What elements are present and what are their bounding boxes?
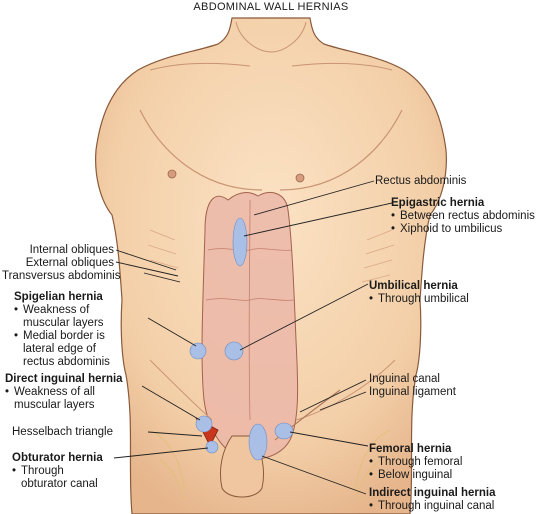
spigelian-hernia-site: [189, 342, 207, 360]
spigelian-title: Spigelian hernia: [14, 291, 103, 303]
leader-external-obliques: [115, 261, 179, 277]
spigelian-list: Weakness of muscular layers Medial borde…: [14, 304, 110, 369]
label-femoral-hernia: Femoral hernia Through femoral Below ing…: [369, 443, 462, 482]
leader-inguinal-canal: [299, 379, 367, 413]
indirect-inguinal-item: Through inguinal canal: [369, 500, 496, 513]
label-indirect-inguinal-hernia: Indirect inguinal hernia Through inguina…: [369, 487, 496, 513]
obturator-list: Through obturator canal: [12, 465, 103, 491]
femoral-list: Through femoral Below inguinal: [369, 456, 462, 482]
leader-lines: [113, 180, 393, 495]
leader-epigastric: [243, 202, 393, 237]
label-transversus-abdominis: Transversus abdominis: [2, 270, 121, 282]
left-iliac-line: [149, 359, 213, 421]
epigastric-title: Epigastric hernia: [391, 197, 485, 209]
obturator-line: Through: [21, 465, 64, 477]
epigastric-item: Between rectus abdominis: [391, 210, 535, 223]
umbilical-title: Umbilical hernia: [369, 280, 458, 292]
indirect-inguinal-title: Indirect inguinal hernia: [369, 487, 496, 499]
leader-inguinal-ligament: [319, 391, 367, 411]
spigelian-line: muscular layers: [23, 317, 104, 329]
spigelian-line: Medial border is: [23, 330, 105, 342]
right-pectoral: [279, 109, 403, 191]
label-obliques: Internal obliques External obliques: [0, 244, 114, 270]
spigelian-item: Medial border is lateral edge of rectus …: [14, 330, 110, 369]
right-clavicle: [291, 62, 393, 71]
epigastric-list: Between rectus abdominis Xiphoid to umbi…: [391, 210, 535, 236]
label-inguinal-ligament: Inguinal ligament: [369, 386, 456, 398]
left-thigh-veins: [149, 429, 186, 501]
linea-alba: [248, 199, 251, 421]
tendinous-intersections: [205, 248, 295, 301]
leader-internal-obliques: [115, 249, 177, 271]
right-oblique-lines: [361, 229, 395, 283]
spigelian-line: Weakness of: [23, 304, 90, 316]
epigastric-hernia-site: [232, 217, 248, 267]
obturator-item: Through obturator canal: [12, 465, 103, 491]
leader-indirect-inguinal: [261, 455, 367, 495]
umbilical-list: Through umbilical: [369, 293, 469, 306]
direct-inguinal-item: Weakness of all muscular layers: [5, 386, 123, 412]
label-inguinal-canal: Inguinal canal: [369, 373, 440, 385]
indirect-inguinal-list: Through inguinal canal: [369, 500, 496, 513]
label-rectus-abdominis: Rectus abdominis: [375, 175, 467, 187]
direct-inguinal-line: Weakness of all: [14, 386, 95, 398]
indirect-inguinal-hernia-site: [248, 423, 268, 461]
femoral-item: Below inguinal: [369, 469, 462, 482]
left-oblique-lines: [147, 229, 181, 283]
leader-femoral: [289, 431, 369, 447]
direct-inguinal-hernia-site: [195, 415, 213, 433]
left-nipple: [167, 169, 177, 179]
neck-shadow: [235, 21, 307, 53]
label-direct-inguinal-hernia: Direct inguinal hernia Weakness of all m…: [5, 373, 123, 412]
label-hesselbach-triangle: Hesselbach triangle: [12, 426, 114, 438]
leader-rectus: [253, 180, 375, 216]
label-epigastric-hernia: Epigastric hernia Between rectus abdomin…: [391, 197, 535, 236]
leader-spigelian: [147, 317, 197, 347]
label-external-obliques: External obliques: [25, 257, 114, 269]
label-internal-obliques: Internal obliques: [29, 244, 114, 256]
leader-obturator: [113, 447, 209, 459]
label-spigelian-hernia: Spigelian hernia Weakness of muscular la…: [14, 291, 110, 369]
umbilical-hernia-site: [224, 341, 244, 361]
left-clavicle: [149, 62, 251, 71]
spigelian-line: rectus abdominis: [23, 356, 110, 368]
obturator-title: Obturator hernia: [12, 452, 103, 464]
leader-direct-inguinal: [141, 385, 201, 421]
femoral-item: Through femoral: [369, 456, 462, 469]
direct-inguinal-line: muscular layers: [14, 399, 95, 411]
obturator-hernia-site: [205, 440, 219, 454]
femoral-hernia-site: [274, 422, 294, 440]
right-iliac-line: [295, 359, 396, 421]
spigelian-item: Weakness of muscular layers: [14, 304, 110, 330]
rectus-abdominis-muscle: [201, 192, 299, 460]
diagram-title: ABDOMINAL WALL HERNIAS: [193, 1, 349, 13]
left-pectoral: [139, 109, 263, 191]
femoral-title: Femoral hernia: [369, 443, 452, 455]
direct-inguinal-title: Direct inguinal hernia: [5, 373, 123, 385]
spigelian-line: lateral edge of: [23, 343, 96, 355]
epigastric-item: Xiphoid to umbilicus: [391, 223, 535, 236]
umbilical-item: Through umbilical: [369, 293, 469, 306]
label-obturator-hernia: Obturator hernia Through obturator canal: [12, 452, 103, 491]
leader-hesselbach: [147, 431, 203, 437]
leader-umbilical: [239, 283, 369, 351]
label-umbilical-hernia: Umbilical hernia Through umbilical: [369, 280, 469, 306]
direct-inguinal-list: Weakness of all muscular layers: [5, 386, 123, 412]
obturator-line: obturator canal: [21, 478, 98, 490]
right-nipple: [295, 173, 305, 183]
leader-transversus: [143, 272, 181, 283]
